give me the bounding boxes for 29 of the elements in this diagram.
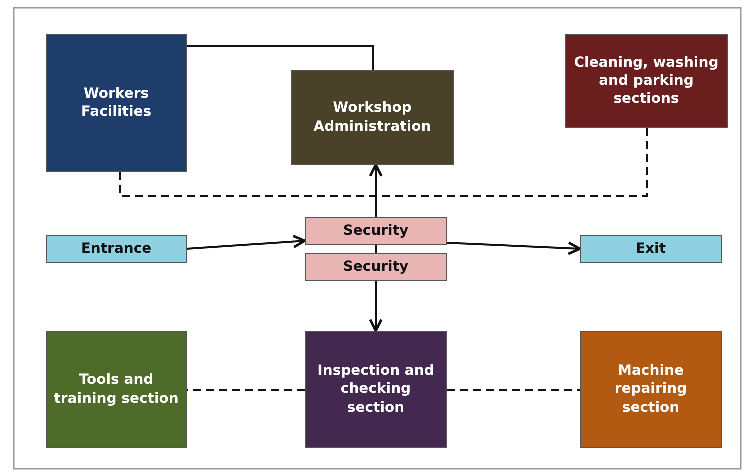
process-box: [580, 331, 722, 448]
node-label: Workshop Administration: [312, 99, 432, 136]
process-box: [305, 253, 447, 281]
connector-line: [375, 245, 377, 253]
arrow: [186, 234, 306, 250]
arrow: [446, 242, 582, 256]
node-label: Cleaning, washing and parking sections: [573, 54, 720, 110]
process-box: [305, 331, 447, 448]
connector-line: [187, 389, 305, 391]
node-label: Entrance: [80, 240, 153, 259]
connector-line: [119, 128, 648, 197]
process-box: [565, 34, 728, 128]
arrow: [369, 281, 383, 332]
node-label: Inspection and checking section: [316, 362, 436, 418]
process-box: [305, 217, 447, 245]
facility-box: [46, 34, 187, 172]
connector-line: [187, 45, 374, 70]
node-label: Security: [342, 258, 410, 277]
process-box: [291, 70, 454, 165]
node-label: Security: [342, 222, 410, 241]
arrow: [369, 164, 383, 217]
node-label: Tools and training section: [53, 371, 180, 408]
process-box: [46, 235, 187, 263]
connector-line: [447, 389, 580, 391]
process-box: [580, 235, 722, 263]
node-label: Workers Facilities: [80, 84, 153, 122]
node-label: Exit: [634, 240, 668, 259]
process-box: [46, 331, 187, 448]
node-label: Machine repairing section: [614, 362, 688, 418]
